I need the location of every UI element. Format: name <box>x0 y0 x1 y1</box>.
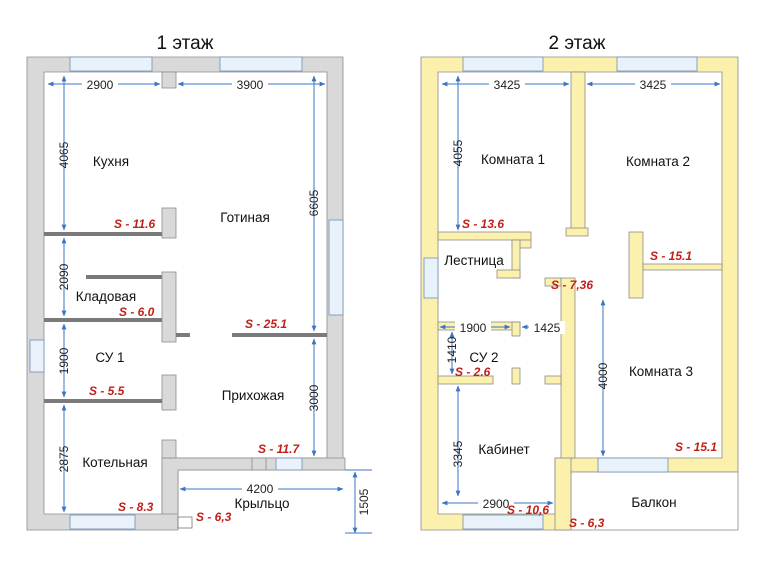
room-2: Комната 2 <box>626 154 690 169</box>
label-bg <box>478 497 514 510</box>
room-kitchen: Кухня <box>93 154 129 169</box>
partition <box>86 275 162 279</box>
dimension-kitchen-height: 4065 <box>57 141 71 168</box>
partition <box>437 231 532 241</box>
dimension-bath-height: 1900 <box>57 347 71 374</box>
label-bg <box>489 78 525 91</box>
area-living: S - 25.1 <box>245 317 287 331</box>
partition <box>437 375 494 385</box>
room-3: Комната 3 <box>629 364 693 379</box>
window <box>616 56 698 72</box>
dimension-living-height: 6605 <box>307 189 321 216</box>
partition <box>570 71 586 231</box>
window <box>423 257 439 299</box>
partition <box>511 321 521 337</box>
window <box>69 514 136 530</box>
partition <box>44 399 162 403</box>
partition <box>161 439 177 459</box>
label-bg <box>529 321 565 334</box>
area-hall: S - 11.7 <box>258 442 300 456</box>
area-kitchen: S - 11.6 <box>114 217 155 231</box>
dimension-office-height: 3345 <box>451 440 465 467</box>
room-hall: Прихожая <box>222 388 285 403</box>
dimension-bath-width: 1900 <box>460 321 487 335</box>
partition <box>176 333 190 337</box>
partition <box>544 375 562 385</box>
dimension-living-width: 3900 <box>237 78 264 92</box>
partition <box>232 333 327 337</box>
window <box>462 514 544 530</box>
dimension-porch-height: 1505 <box>357 488 371 515</box>
area-room-3: S - 15.1 <box>675 440 717 454</box>
label-bg <box>82 78 118 91</box>
room-1: Комната 1 <box>481 152 545 167</box>
label-bg <box>232 78 268 91</box>
floor-1-plan: 1 этаж <box>26 33 372 534</box>
room-balcony: Балкон <box>631 495 676 510</box>
partition <box>565 227 589 237</box>
room-porch: Крыльцо <box>234 496 289 511</box>
area-balcony: S - 6,3 <box>569 516 605 530</box>
label-bg <box>455 321 491 334</box>
window <box>69 56 153 72</box>
window <box>29 339 45 373</box>
partition <box>44 232 162 236</box>
partition <box>496 269 521 279</box>
room-bath-1: СУ 1 <box>95 350 124 365</box>
room-bath-2: СУ 2 <box>469 350 498 365</box>
partition <box>161 271 177 343</box>
area-boiler: S - 8.3 <box>118 500 154 514</box>
dimension-room3-height: 4000 <box>596 362 610 389</box>
area-office: S - 10,6 <box>507 503 549 517</box>
dimension-porch-width: 4200 <box>247 482 274 496</box>
window <box>597 457 669 473</box>
dimension-hall-height: 3000 <box>307 384 321 411</box>
window <box>219 56 303 72</box>
room-storage: Кладовая <box>76 289 136 304</box>
window <box>462 56 544 72</box>
partition <box>161 71 177 89</box>
area-bath-1: S - 5.5 <box>89 384 125 398</box>
partition <box>251 457 267 471</box>
window <box>328 219 344 316</box>
dimension-room2-width: 3425 <box>640 78 667 92</box>
room-living: Готиная <box>220 210 270 225</box>
floor-2-plan: 2 этаж <box>420 33 739 531</box>
partition <box>44 318 162 322</box>
balcony-area <box>570 471 739 531</box>
area-storage: S - 6.0 <box>119 305 155 319</box>
floor-1-title: 1 этаж <box>157 33 214 54</box>
partition <box>560 277 576 459</box>
dimension-bath-height: 1410 <box>445 336 459 363</box>
area-porch: S - 6,3 <box>196 510 232 524</box>
partition <box>628 231 644 299</box>
partition <box>642 263 723 271</box>
porch-step <box>177 516 193 529</box>
room-boiler: Котельная <box>82 455 147 470</box>
dimension-room1-height: 4055 <box>451 139 465 166</box>
dimension-corridor-width: 1425 <box>534 321 561 335</box>
label-bg <box>242 482 278 495</box>
dimension-kitchen-width: 2900 <box>87 78 114 92</box>
partition <box>511 367 521 385</box>
dimension-storage-height: 2090 <box>57 263 71 290</box>
dimension-boiler-height: 2875 <box>57 445 71 472</box>
partition <box>161 207 177 239</box>
dimension-room1-width: 3425 <box>494 78 521 92</box>
partition <box>161 374 177 411</box>
label-bg <box>635 78 671 91</box>
dimension-office-width: 2900 <box>483 497 510 511</box>
area-room-1: S - 13.6 <box>462 217 504 231</box>
room-office: Кабинет <box>478 442 529 457</box>
area-bath-2: S - 2.6 <box>455 365 491 379</box>
area-room-2: S - 15.1 <box>650 249 692 263</box>
floor-2-title: 2 этаж <box>549 33 606 54</box>
door <box>275 457 303 471</box>
area-corridor: S - 7,36 <box>551 278 593 292</box>
room-stairs: Лестница <box>444 253 504 268</box>
